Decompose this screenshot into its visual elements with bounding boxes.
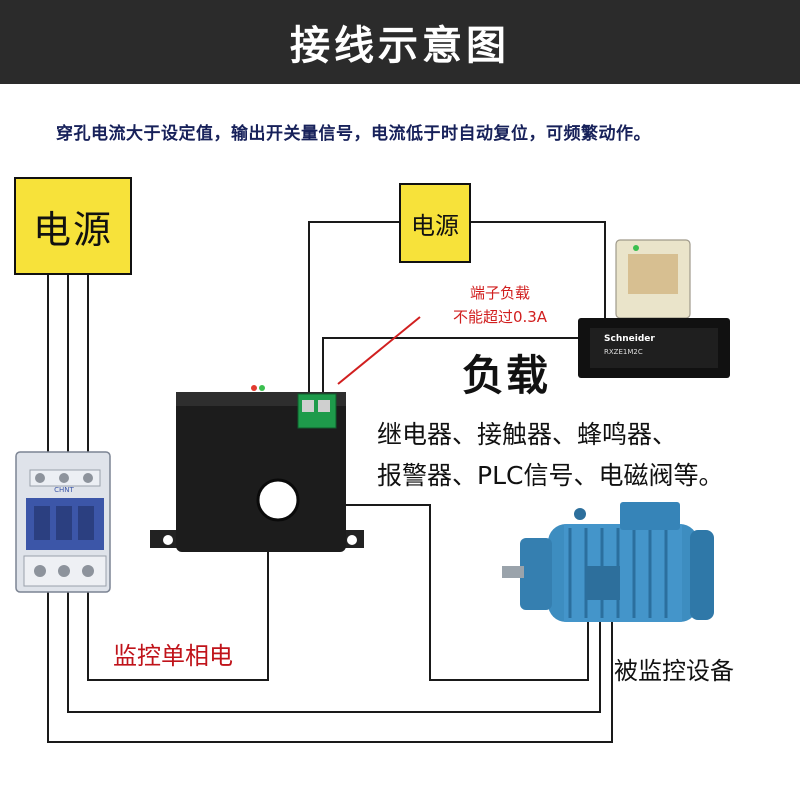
wire-psu-relay [471,221,606,318]
wire-out-3-monitored [87,565,269,681]
wire-out-2 [67,590,601,713]
terminal-note-line2: 不能超过0.3A [452,308,548,326]
load-list-line2: 报警器、PLC信号、电磁阀等。 [377,461,724,490]
power-source-mid-label: 电源 [411,211,459,240]
page-title: 接线示意图 [290,23,510,69]
monitor-single-phase-label: 监控单相电 [113,642,233,670]
wire-term-psu [308,221,399,392]
power-source-mid: 电源 [399,183,471,263]
description-text: 穿孔电流大于设定值，输出开关量信号，电流低于时自动复位，可频繁动作。 [56,124,651,144]
monitored-device-label: 被监控设备 [614,657,734,685]
note-pointer-line [337,316,421,385]
wire-term-relay [322,337,578,392]
current-sensor [150,385,364,552]
relay: Schneider RXZE1M2C [578,239,730,378]
load-list-line1: 继电器、接触器、蜂鸣器、 [377,420,678,449]
terminal-note-line1: 端子负载 [469,284,530,302]
power-source-left: 电源 [14,177,132,275]
relay-model: RXZE1M2C [604,348,643,356]
motor [502,502,714,622]
power-source-left-label: 电源 [32,207,113,252]
wire-out-1 [47,590,613,743]
relay-brand: Schneider [604,334,655,344]
page-header: 接线示意图 [0,0,800,84]
load-title: 负载 [462,351,551,400]
contactor-brand: CHNT [54,486,74,494]
contactor: CHNT [15,451,111,593]
